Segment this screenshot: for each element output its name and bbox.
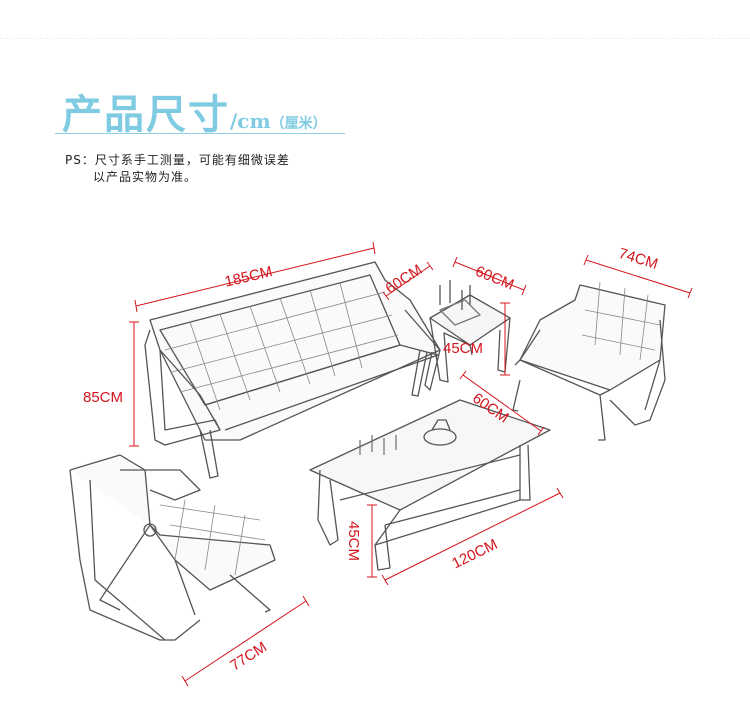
title-unit-note: （厘米） bbox=[270, 116, 327, 132]
note-line-2: 以产品实物为准。 bbox=[93, 170, 198, 184]
left-armchair bbox=[69, 454, 276, 641]
title-underline bbox=[55, 133, 345, 134]
side-table-depth-label: 60CM bbox=[383, 261, 426, 297]
coffee-table-height-label: 45CM bbox=[345, 521, 362, 561]
title-unit: /cm bbox=[230, 109, 271, 133]
sofa-height-label: 85CM bbox=[83, 389, 123, 406]
armchair-width-label: 74CM bbox=[617, 245, 660, 273]
three-seat-sofa bbox=[144, 261, 441, 479]
sofa-width-label: 185CM bbox=[223, 263, 274, 290]
measurement-note: PS：尺寸系手工测量，可能有细微误差 以产品实物为准。 bbox=[65, 152, 290, 186]
title-text: 产品尺寸 bbox=[62, 91, 230, 138]
coffee-table-length-label: 120CM bbox=[449, 536, 500, 572]
page-title: 产品尺寸/cm（厘米） bbox=[62, 82, 327, 140]
armchair-depth-label: 77CM bbox=[227, 638, 270, 674]
dimension-lines bbox=[129, 241, 693, 687]
coffee-table bbox=[309, 399, 551, 571]
side-table-width-label: 60CM bbox=[473, 263, 516, 294]
right-armchair bbox=[512, 281, 666, 441]
side-table-height-label: 45CM bbox=[443, 340, 483, 357]
top-divider bbox=[0, 38, 750, 39]
side-table bbox=[429, 280, 511, 383]
note-line-1: PS：尺寸系手工测量，可能有细微误差 bbox=[65, 153, 290, 167]
